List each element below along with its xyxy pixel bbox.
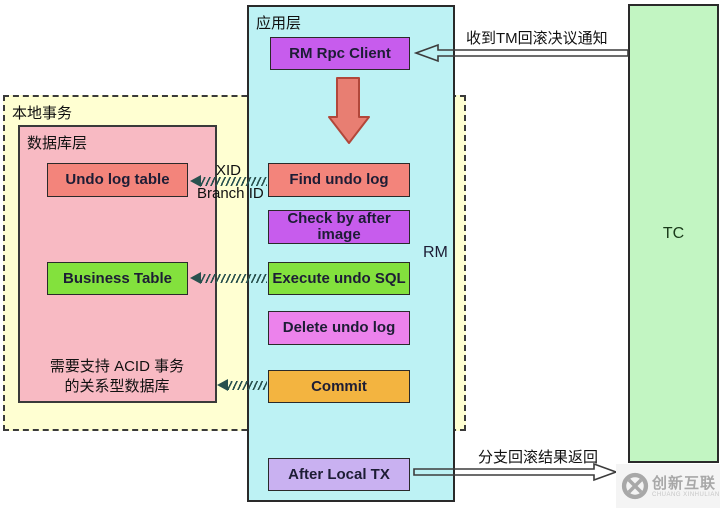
business-table-node: Business Table [47,262,188,295]
rm-rpc-client-text: RM Rpc Client [289,44,391,62]
db-requirement-note: 需要支持 ACID 事务 的关系型数据库 [22,357,212,397]
watermark-brand: 创新互联 [652,474,717,492]
undo-log-table-node: Undo log table [47,163,188,197]
branch-result-arrow-icon [413,462,618,482]
execute-undo-sql-text: Execute undo SQL [272,269,406,287]
rollback-notice-text: 收到TM回滚决议通知 [466,30,608,47]
execute-undo-sql-node: Execute undo SQL [268,262,410,295]
commit-node: Commit [268,370,410,403]
find-undo-log-node: Find undo log [268,163,410,197]
hatch-arrowhead-icon [190,175,201,187]
rollback-notice-arrow-icon [414,43,629,63]
branch-result-text: 分支回滚结果返回 [478,449,599,466]
undo-log-table-text: Undo log table [65,171,170,188]
delete-undo-log-node: Delete undo log [268,311,410,345]
delete-undo-log-text: Delete undo log [282,319,396,336]
branch-id-label: Branch ID [197,185,264,202]
hatch-band [199,273,267,283]
db-note-line1: 需要支持 ACID 事务 [49,358,185,375]
hatch-arrowhead-icon [217,379,228,391]
red-down-arrow-icon [328,77,370,144]
tc-container: TC [628,4,719,463]
rm-rpc-client-node: RM Rpc Client [270,37,410,70]
check-by-after-image-text: Check by after image [287,210,391,243]
xid-label: XID [216,162,242,179]
watermark-sub: CHUANG XINHULIAN [652,491,720,498]
tc-label: TC [662,224,685,242]
business-table-link-arrow [190,272,267,284]
cx-logo-icon [621,472,649,500]
hatch-band [226,380,267,390]
after-local-tx-text: After Local TX [288,465,390,483]
business-table-text: Business Table [63,269,172,287]
after-local-tx-node: After Local TX [268,458,410,491]
check-by-after-image-node: Check by after image [268,210,410,244]
local-transaction-label: 本地事务 [12,105,73,122]
watermark-text: 创新互联 CHUANG XINHULIAN [652,475,720,498]
commit-text: Commit [311,377,367,395]
db-layer-label: 数据库层 [27,135,88,152]
undo-log-link-arrow [190,175,267,187]
find-undo-log-text: Find undo log [289,171,389,188]
watermark: 创新互联 CHUANG XINHULIAN [616,464,720,508]
commit-link-arrow [217,379,267,391]
rm-role-label: RM [423,244,448,261]
application-layer-label: 应用层 [256,15,302,32]
hatch-band [199,176,267,186]
db-note-line2: 的关系型数据库 [64,378,170,395]
hatch-arrowhead-icon [190,272,201,284]
